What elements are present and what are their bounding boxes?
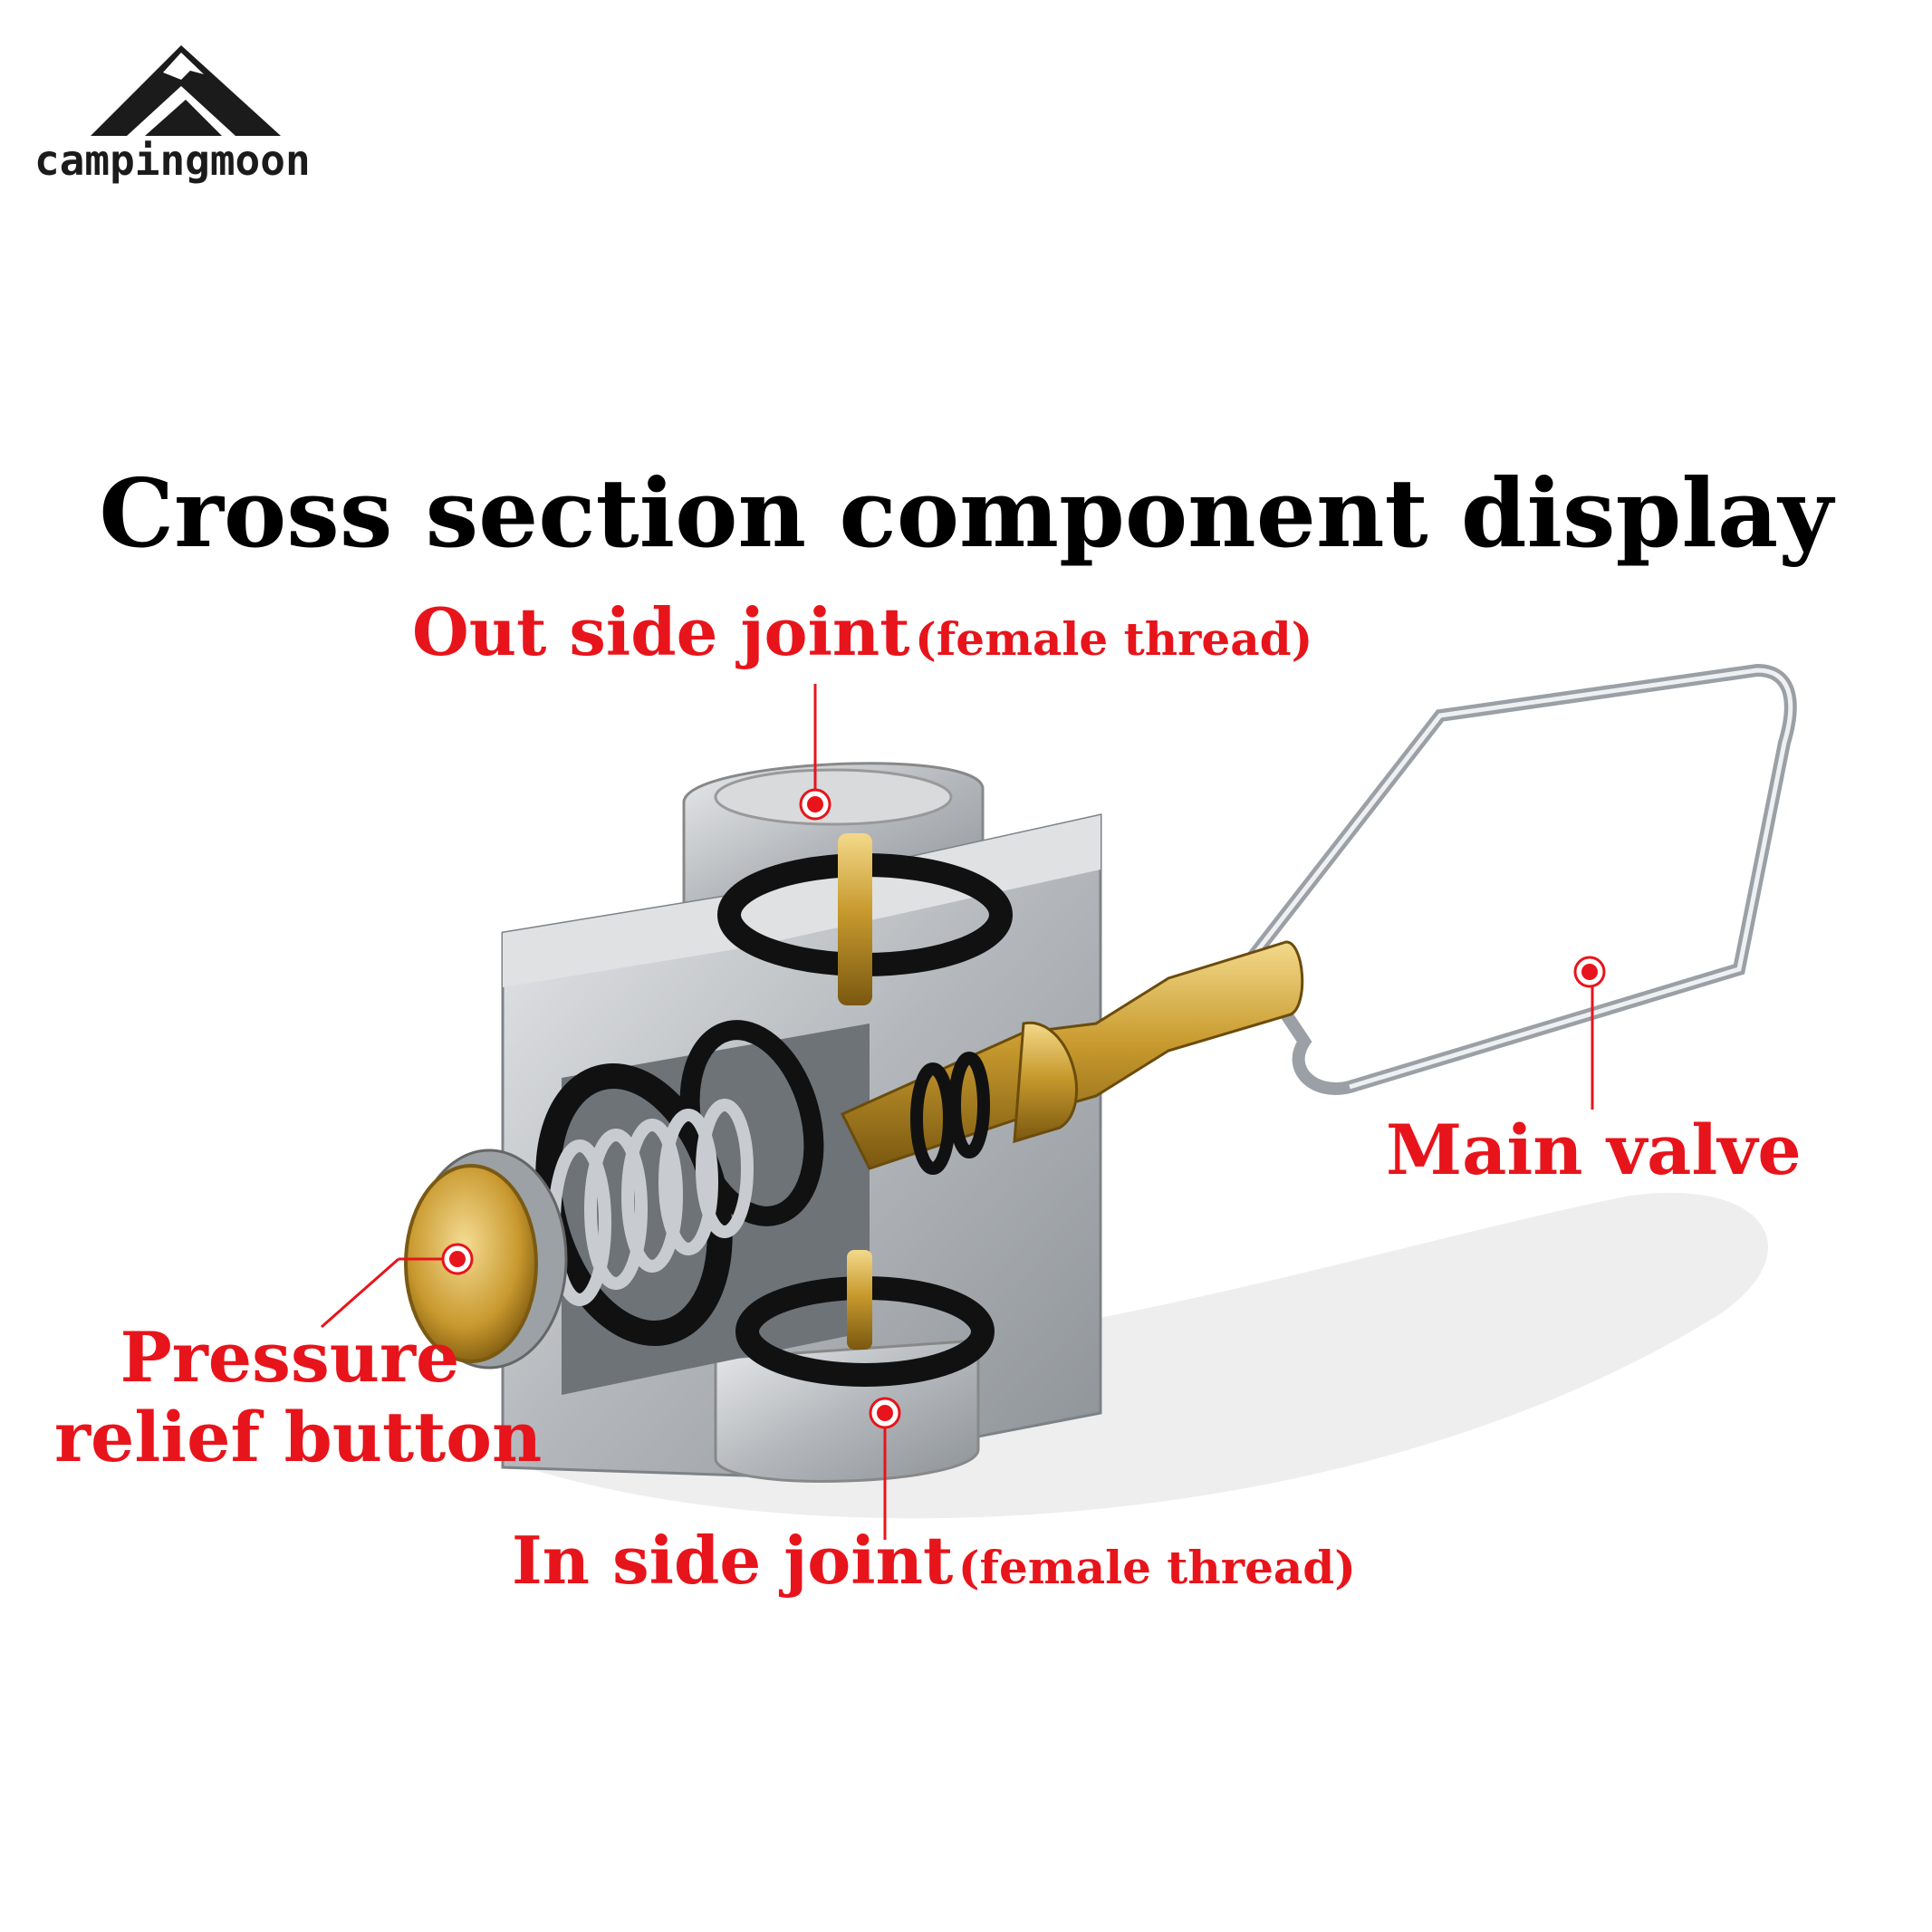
out-side-joint-title: Out side joint (412, 593, 910, 670)
brand-name: campingmoon (34, 136, 311, 185)
spring (548, 1099, 754, 1306)
callouts (321, 684, 1606, 1540)
in-side-joint-detail: (female thread) (957, 1541, 1356, 1594)
bottom-brass-pin (847, 1250, 872, 1350)
pressure-relief-line1: Pressure (120, 1317, 460, 1398)
main-valve-label: Main valve (1386, 1110, 1802, 1190)
page-title: Cross section component display (99, 457, 1833, 569)
pressure-relief-label: Pressure relief button (54, 1317, 543, 1477)
campingmoon-logo (91, 45, 281, 136)
wire-handle (1242, 663, 1797, 1095)
in-side-joint-title: In side joint (512, 1522, 954, 1599)
wire-handle-highlight (1248, 668, 1793, 1090)
out-side-joint-detail: (female thread) (915, 612, 1313, 666)
top-brass-pin (838, 833, 872, 1005)
out-side-joint-label: Out side joint (female thread) (412, 593, 1312, 670)
pressure-relief-line2: relief button (54, 1397, 543, 1477)
in-side-joint-label: In side joint (female thread) (512, 1522, 1356, 1599)
